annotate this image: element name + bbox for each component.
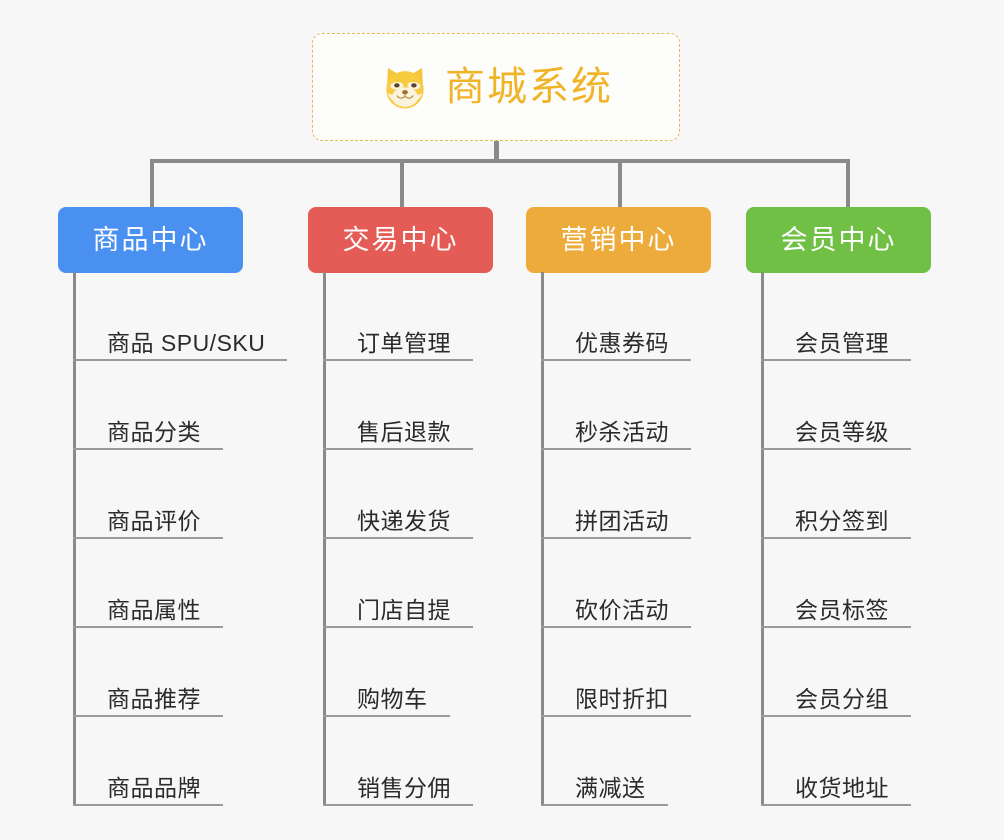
leaf-item[interactable]: 商品属性: [73, 539, 283, 628]
leaf-label: 会员等级: [795, 419, 889, 445]
leaf-item[interactable]: 售后退款: [323, 361, 473, 450]
leaf-label: 购物车: [357, 686, 428, 712]
leaf-label: 售后退款: [357, 419, 451, 445]
leaf-label: 商品评价: [107, 508, 201, 534]
leaf-label: 积分签到: [795, 508, 889, 534]
leaf-item[interactable]: 限时折扣: [541, 628, 691, 717]
leaf-underline: [761, 804, 911, 806]
connector-root-stem: [494, 141, 499, 161]
leaf-underline: [323, 715, 450, 717]
leaf-label: 限时折扣: [575, 686, 669, 712]
branch-header-member[interactable]: 会员中心: [746, 207, 931, 273]
leaf-underline: [541, 626, 691, 628]
leaf-list: 优惠券码 秒杀活动 拼团活动 砍价活动 限时折扣 满减送: [541, 272, 691, 806]
leaf-underline: [541, 715, 691, 717]
leaf-item[interactable]: 会员分组: [761, 628, 911, 717]
branch-spine: [323, 272, 326, 806]
leaf-item[interactable]: 会员等级: [761, 361, 911, 450]
branch-spine: [541, 272, 544, 806]
branch-spine: [73, 272, 76, 806]
leaf-label: 商品 SPU/SKU: [107, 330, 266, 356]
leaf-underline: [323, 626, 473, 628]
leaf-underline: [73, 448, 223, 450]
leaf-underline: [541, 537, 691, 539]
leaf-label: 商品品牌: [107, 775, 201, 801]
leaf-underline: [761, 448, 911, 450]
leaf-item[interactable]: 商品分类: [73, 361, 283, 450]
leaf-underline: [73, 715, 223, 717]
leaf-item[interactable]: 商品 SPU/SKU: [73, 272, 287, 361]
leaf-item[interactable]: 收货地址: [761, 717, 911, 806]
leaf-item[interactable]: 购物车: [323, 628, 469, 717]
root-title: 商城系统: [445, 65, 613, 109]
leaf-label: 满减送: [575, 775, 646, 801]
leaf-item[interactable]: 秒杀活动: [541, 361, 691, 450]
leaf-underline: [73, 359, 287, 361]
connector-horizontal-bar: [150, 159, 850, 163]
leaf-item[interactable]: 会员管理: [761, 272, 911, 361]
leaf-label: 秒杀活动: [575, 419, 669, 445]
leaf-underline: [541, 448, 691, 450]
leaf-underline: [761, 715, 911, 717]
leaf-item[interactable]: 拼团活动: [541, 450, 691, 539]
branch-header-marketing[interactable]: 营销中心: [526, 207, 711, 273]
leaf-list: 商品 SPU/SKU 商品分类 商品评价 商品属性 商品推荐 商品品牌: [73, 272, 287, 806]
leaf-underline: [73, 626, 223, 628]
leaf-item[interactable]: 销售分佣: [323, 717, 473, 806]
leaf-label: 砍价活动: [575, 597, 669, 623]
branch-header-label: 营销中心: [560, 224, 677, 255]
leaf-label: 商品推荐: [107, 686, 201, 712]
leaf-item[interactable]: 快递发货: [323, 450, 473, 539]
leaf-item[interactable]: 优惠券码: [541, 272, 691, 361]
leaf-label: 商品分类: [107, 419, 201, 445]
leaf-label: 商品属性: [107, 597, 201, 623]
leaf-list: 会员管理 会员等级 积分签到 会员标签 会员分组 收货地址: [761, 272, 911, 806]
leaf-item[interactable]: 会员标签: [761, 539, 911, 628]
connector-branch-stem-3: [618, 159, 622, 207]
connector-branch-stem-4: [846, 159, 850, 207]
leaf-item[interactable]: 砍价活动: [541, 539, 691, 628]
leaf-item[interactable]: 商品品牌: [73, 717, 283, 806]
branch-header-trade[interactable]: 交易中心: [308, 207, 493, 273]
branch-spine: [761, 272, 764, 806]
root-node[interactable]: 商城系统: [312, 33, 680, 141]
leaf-label: 快递发货: [357, 508, 451, 534]
connector-branch-stem-1: [150, 159, 154, 207]
leaf-label: 销售分佣: [357, 775, 451, 801]
leaf-underline: [323, 537, 473, 539]
leaf-item[interactable]: 订单管理: [323, 272, 473, 361]
branch-header-product[interactable]: 商品中心: [58, 207, 243, 273]
branch-header-label: 商品中心: [92, 224, 209, 255]
leaf-label: 会员分组: [795, 686, 889, 712]
leaf-label: 订单管理: [357, 330, 451, 356]
leaf-item[interactable]: 商品推荐: [73, 628, 283, 717]
leaf-underline: [323, 448, 473, 450]
connector-branch-stem-2: [400, 159, 404, 207]
leaf-underline: [323, 804, 473, 806]
leaf-underline: [761, 537, 911, 539]
leaf-underline: [73, 804, 223, 806]
leaf-label: 会员标签: [795, 597, 889, 623]
leaf-underline: [761, 626, 911, 628]
leaf-label: 拼团活动: [575, 508, 669, 534]
leaf-item[interactable]: 门店自提: [323, 539, 473, 628]
leaf-label: 优惠券码: [575, 330, 669, 356]
leaf-underline: [323, 359, 473, 361]
leaf-label: 收货地址: [795, 775, 889, 801]
leaf-item[interactable]: 积分签到: [761, 450, 911, 539]
branch-header-label: 交易中心: [342, 224, 459, 255]
leaf-item[interactable]: 商品评价: [73, 450, 283, 539]
leaf-label: 会员管理: [795, 330, 889, 356]
branch-header-label: 会员中心: [780, 224, 897, 255]
leaf-underline: [73, 537, 223, 539]
leaf-underline: [761, 359, 911, 361]
leaf-underline: [541, 359, 691, 361]
leaf-list: 订单管理 售后退款 快递发货 门店自提 购物车 销售分佣: [323, 272, 473, 806]
shiba-dog-face-icon: [379, 63, 431, 115]
leaf-label: 门店自提: [357, 597, 451, 623]
leaf-underline: [541, 804, 668, 806]
leaf-item[interactable]: 满减送: [541, 717, 687, 806]
